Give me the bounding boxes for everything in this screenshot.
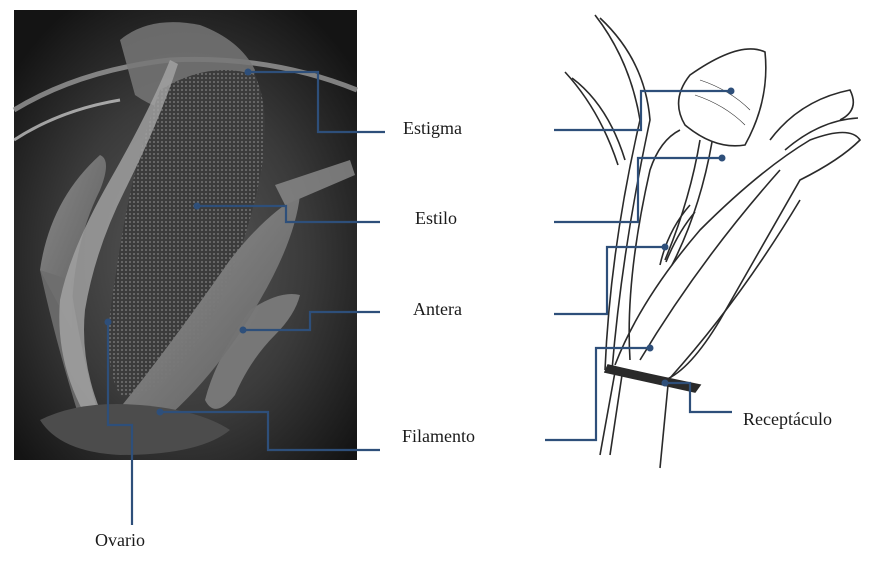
label-receptaculo: Receptáculo bbox=[743, 409, 832, 430]
micrograph bbox=[14, 10, 357, 460]
leader-estigma-drawing bbox=[554, 91, 731, 130]
petal-right-large bbox=[615, 133, 860, 381]
label-filamento: Filamento bbox=[402, 426, 475, 447]
stigma-drawing bbox=[679, 49, 766, 146]
label-ovario: Ovario bbox=[95, 530, 145, 551]
flower-drawing bbox=[565, 15, 860, 468]
leader-estilo-drawing bbox=[554, 158, 722, 222]
leader-filamento-drawing bbox=[545, 348, 650, 440]
label-estigma: Estigma bbox=[403, 118, 462, 139]
stem-right bbox=[660, 385, 668, 468]
label-antera: Antera bbox=[413, 299, 462, 320]
stem-left bbox=[600, 372, 615, 455]
label-estilo: Estilo bbox=[415, 208, 457, 229]
